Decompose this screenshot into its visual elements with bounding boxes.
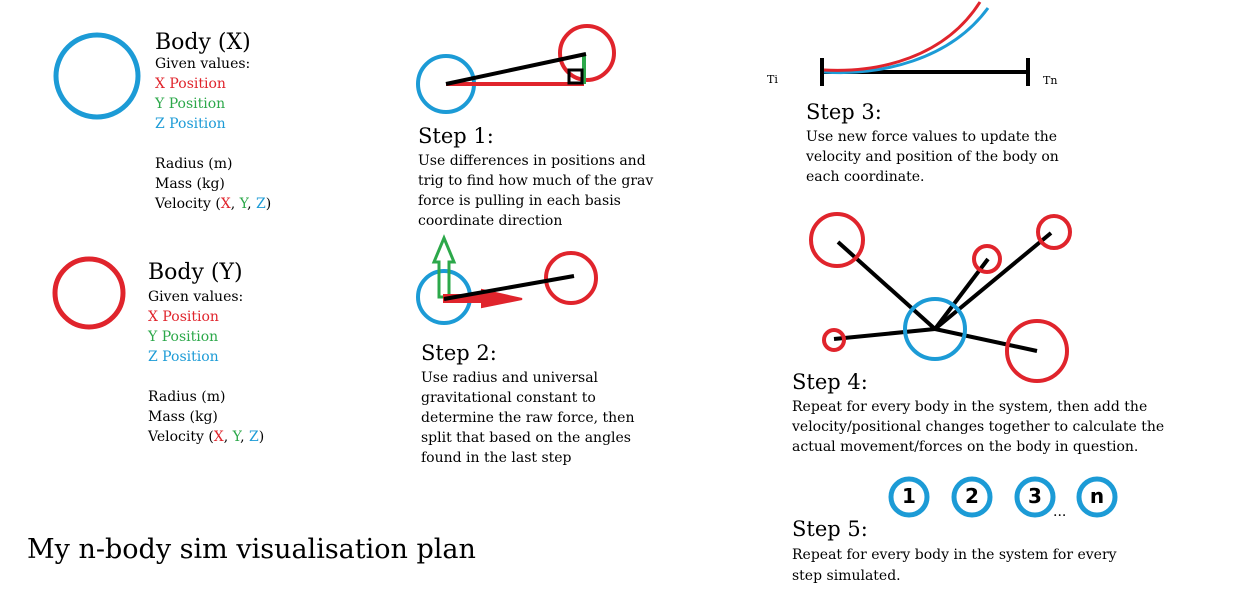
body-y-zpos: Z Position [148, 349, 219, 365]
step1-line: coordinate direction [418, 213, 563, 229]
body-x-given: Given values: [155, 56, 251, 72]
step2-heading: Step 2: [421, 341, 497, 365]
body-x-radius: Radius (m) [155, 156, 233, 172]
body-x-velocity: Velocity (X, Y, Z) [155, 196, 272, 212]
body-x-ypos: Y Position [155, 96, 226, 112]
body-y-circle [52, 256, 126, 330]
step4-line: Repeat for every body in the system, the… [792, 399, 1148, 415]
body-y-given: Given values: [148, 289, 244, 305]
body-y-ypos: Y Position [148, 329, 219, 345]
body-n-circle [1076, 476, 1118, 518]
step2-line: found in the last step [421, 450, 572, 466]
step4-heading: Step 4: [792, 370, 868, 394]
body-n-label: n [1089, 484, 1105, 508]
step4-figure [809, 212, 1072, 383]
step3-t-start-label: Ti [767, 73, 778, 86]
step5-line: step simulated. [792, 568, 901, 584]
step3-t-end-label: Tn [1043, 74, 1058, 87]
step3-heading: Step 3: [806, 100, 882, 124]
step2-line: gravitational constant to [421, 390, 596, 406]
step2-line: Use radius and universal [421, 370, 599, 386]
step2-line: determine the raw force, then [421, 410, 635, 426]
body-3-circle [1014, 476, 1056, 518]
body-y-radius: Radius (m) [148, 389, 226, 405]
body-1-label: 1 [902, 484, 916, 508]
step1-figure [416, 24, 616, 114]
step1-line: Use differences in positions and [418, 153, 646, 169]
step5-figure [888, 476, 1118, 518]
body-x-xpos: X Position [155, 76, 226, 92]
step5-line: Repeat for every body in the system for … [792, 547, 1117, 563]
body-x-circle [53, 32, 141, 120]
body-y-title: Body (Y) [148, 260, 243, 285]
step1-line: trig to find how much of the grav [418, 173, 654, 189]
step2-line: split that based on the angles [421, 430, 631, 446]
step3-line: velocity and position of the body on [806, 149, 1059, 165]
step5-ellipsis: ... [1053, 504, 1067, 520]
step4-line: actual movement/forces on the body in qu… [792, 439, 1139, 455]
page-title: My n-body sim visualisation plan [27, 534, 476, 565]
body-3-label: 3 [1028, 484, 1042, 508]
body-2-circle [951, 476, 993, 518]
step4-line: velocity/positional changes together to … [792, 419, 1165, 435]
step1-line: force is pulling in each basis [418, 193, 621, 209]
step1-heading: Step 1: [418, 124, 494, 148]
body-1-circle [888, 476, 930, 518]
step2-figure [416, 234, 598, 325]
step5-heading: Step 5: [792, 517, 868, 541]
step3-line: each coordinate. [806, 169, 925, 185]
body-x-mass: Mass (kg) [155, 176, 225, 192]
body-2-label: 2 [965, 484, 979, 508]
step3-line: Use new force values to update the [806, 129, 1058, 145]
body-x-zpos: Z Position [155, 116, 226, 132]
body-y-velocity: Velocity (X, Y, Z) [148, 429, 265, 445]
body-y-xpos: X Position [148, 309, 219, 325]
body-y-mass: Mass (kg) [148, 409, 218, 425]
body-x-title: Body (X) [155, 30, 251, 55]
step3-figure [820, 1, 1030, 86]
